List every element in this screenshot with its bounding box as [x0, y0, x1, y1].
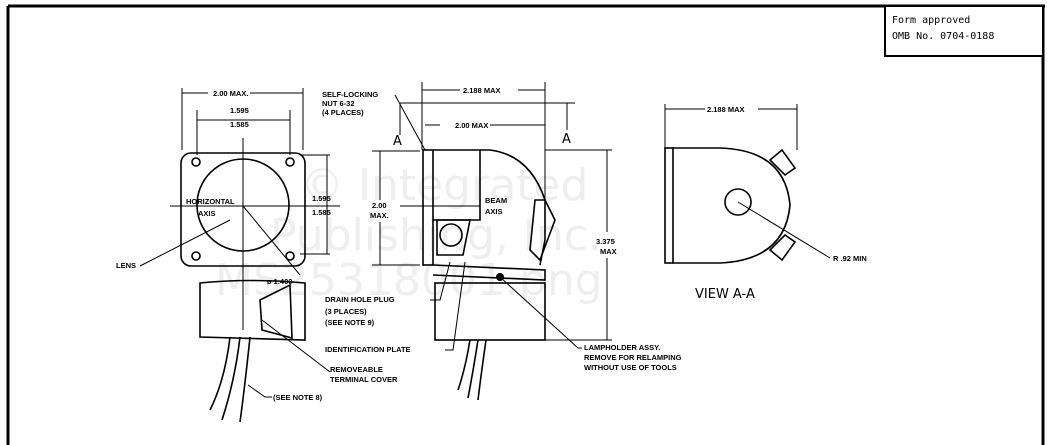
svg-text:AXIS: AXIS: [485, 207, 503, 216]
svg-text:LAMPHOLDER ASSY.: LAMPHOLDER ASSY.: [584, 343, 660, 352]
watermark: © Integrated Publishing, Inc. MS25318001…: [215, 160, 603, 306]
svg-text:1.585: 1.585: [312, 208, 331, 217]
view-a-a: 2.188 MAX R .92 MIN VIEW A-A: [664, 104, 867, 302]
svg-text:MAX: MAX: [600, 247, 617, 256]
svg-text:REMOVEABLE: REMOVEABLE: [330, 365, 383, 374]
svg-text:DRAIN HOLE PLUG: DRAIN HOLE PLUG: [325, 295, 395, 304]
svg-text:LENS: LENS: [116, 261, 136, 270]
svg-text:NUT 6-32: NUT 6-32: [322, 99, 355, 108]
svg-text:3.375: 3.375: [596, 237, 615, 246]
svg-text:Publishing, Inc.: Publishing, Inc.: [270, 210, 602, 261]
svg-text:R .92 MIN: R .92 MIN: [833, 254, 867, 263]
svg-text:A: A: [562, 132, 571, 147]
svg-text:IDENTIFICATION PLATE: IDENTIFICATION PLATE: [325, 345, 411, 354]
svg-text:2.188 MAX: 2.188 MAX: [707, 105, 745, 114]
form-approval-box: Form approved OMB No. 0704-0188: [884, 5, 1044, 57]
svg-text:TERMINAL COVER: TERMINAL COVER: [330, 375, 398, 384]
svg-text:2.00 MAX.: 2.00 MAX.: [213, 89, 248, 98]
side-view: SELF-LOCKING NUT 6-32 (4 PLACES) 2.188 M…: [322, 82, 682, 401]
svg-text:BEAM: BEAM: [485, 196, 507, 205]
svg-text:2.00 MAX: 2.00 MAX: [455, 121, 488, 130]
svg-text:(SEE NOTE 8): (SEE NOTE 8): [273, 393, 323, 402]
front-view: 2.00 MAX. 1.595 1.585 HORIZONTAL AXIS 1.…: [116, 88, 398, 423]
svg-text:1.595: 1.595: [312, 194, 331, 203]
svg-text:Form approved: Form approved: [892, 15, 970, 26]
svg-text:OMB No. 0704-0188: OMB No. 0704-0188: [892, 31, 994, 42]
svg-text:AXIS: AXIS: [198, 209, 216, 218]
svg-text:VIEW A-A: VIEW A-A: [695, 287, 755, 302]
svg-text:REMOVE FOR RELAMPING: REMOVE FOR RELAMPING: [584, 353, 682, 362]
svg-text:MAX.: MAX.: [370, 211, 389, 220]
svg-text:A: A: [393, 134, 402, 149]
svg-text:SELF-LOCKING: SELF-LOCKING: [322, 90, 378, 99]
drawing-frame: [6, 4, 1045, 445]
svg-text:(SEE NOTE 9): (SEE NOTE 9): [325, 318, 375, 327]
svg-text:1.585: 1.585: [230, 120, 249, 129]
svg-text:(3 PLACES): (3 PLACES): [325, 307, 367, 316]
svg-text:(4 PLACES): (4 PLACES): [322, 108, 364, 117]
svg-text:2.00: 2.00: [372, 201, 387, 210]
svg-text:WITHOUT USE OF TOOLS: WITHOUT USE OF TOOLS: [584, 363, 677, 372]
svg-text:1.595: 1.595: [230, 106, 249, 115]
svg-text:2.188 MAX: 2.188 MAX: [463, 86, 501, 95]
svg-text:HORIZONTAL: HORIZONTAL: [186, 197, 235, 206]
svg-text:© Integrated: © Integrated: [300, 160, 588, 211]
